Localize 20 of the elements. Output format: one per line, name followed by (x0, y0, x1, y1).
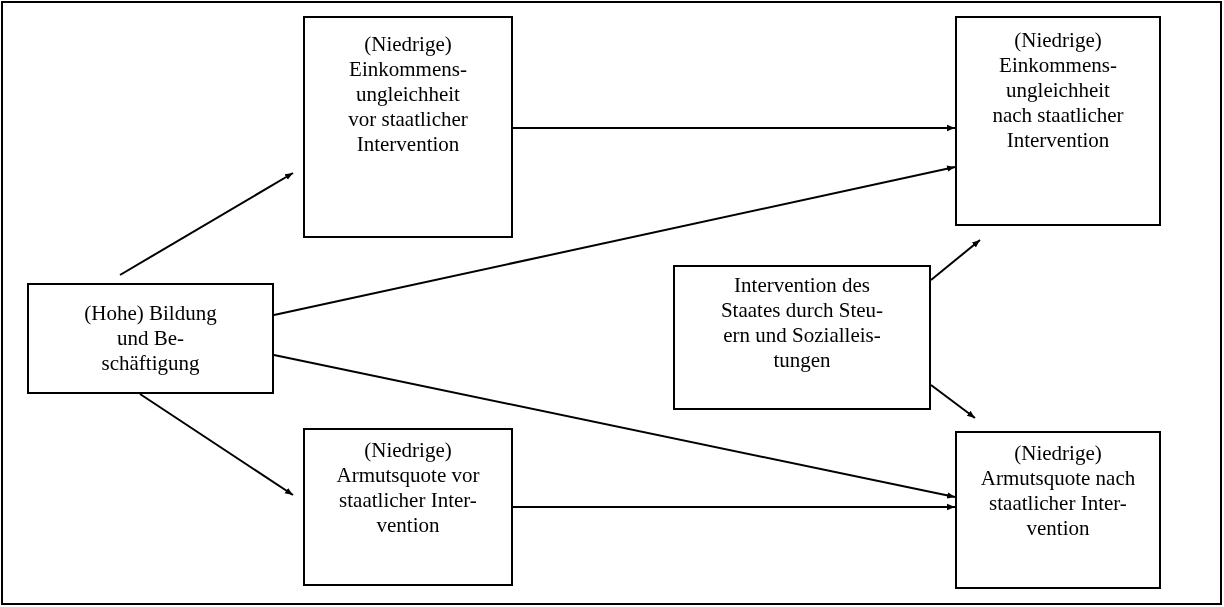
text-box (303, 428, 513, 586)
box-text: (Hohe) Bildung und Be- schäftigung (83, 301, 218, 376)
text-box (955, 16, 1161, 226)
box-text: (Niedrige) Armutsquote nach staatlicher Inter- vention (979, 441, 1137, 541)
arrow (512, 503, 956, 511)
text-box (27, 283, 274, 394)
text-box (303, 16, 513, 238)
arrow (139, 393, 294, 496)
arrow (930, 239, 981, 281)
arrow (273, 165, 956, 316)
box-text: (Niedrige) Einkommens- ungleichheit vor staatlicher Intervention (347, 32, 469, 157)
box-text: (Niedrige) Armutsquote vor staatlicher Inter- vention (335, 438, 481, 538)
box-text: (Niedrige) Einkommens- ungleichheit nach staatlicher Intervention (991, 28, 1125, 153)
arrow (273, 354, 956, 499)
arrow (119, 172, 294, 276)
arrow (930, 384, 976, 419)
arrow (512, 124, 956, 132)
box-text: Intervention des Staates durch Steu- ern und Sozialleis- tungen (719, 273, 885, 373)
text-box (673, 265, 931, 410)
text-box (955, 431, 1161, 589)
